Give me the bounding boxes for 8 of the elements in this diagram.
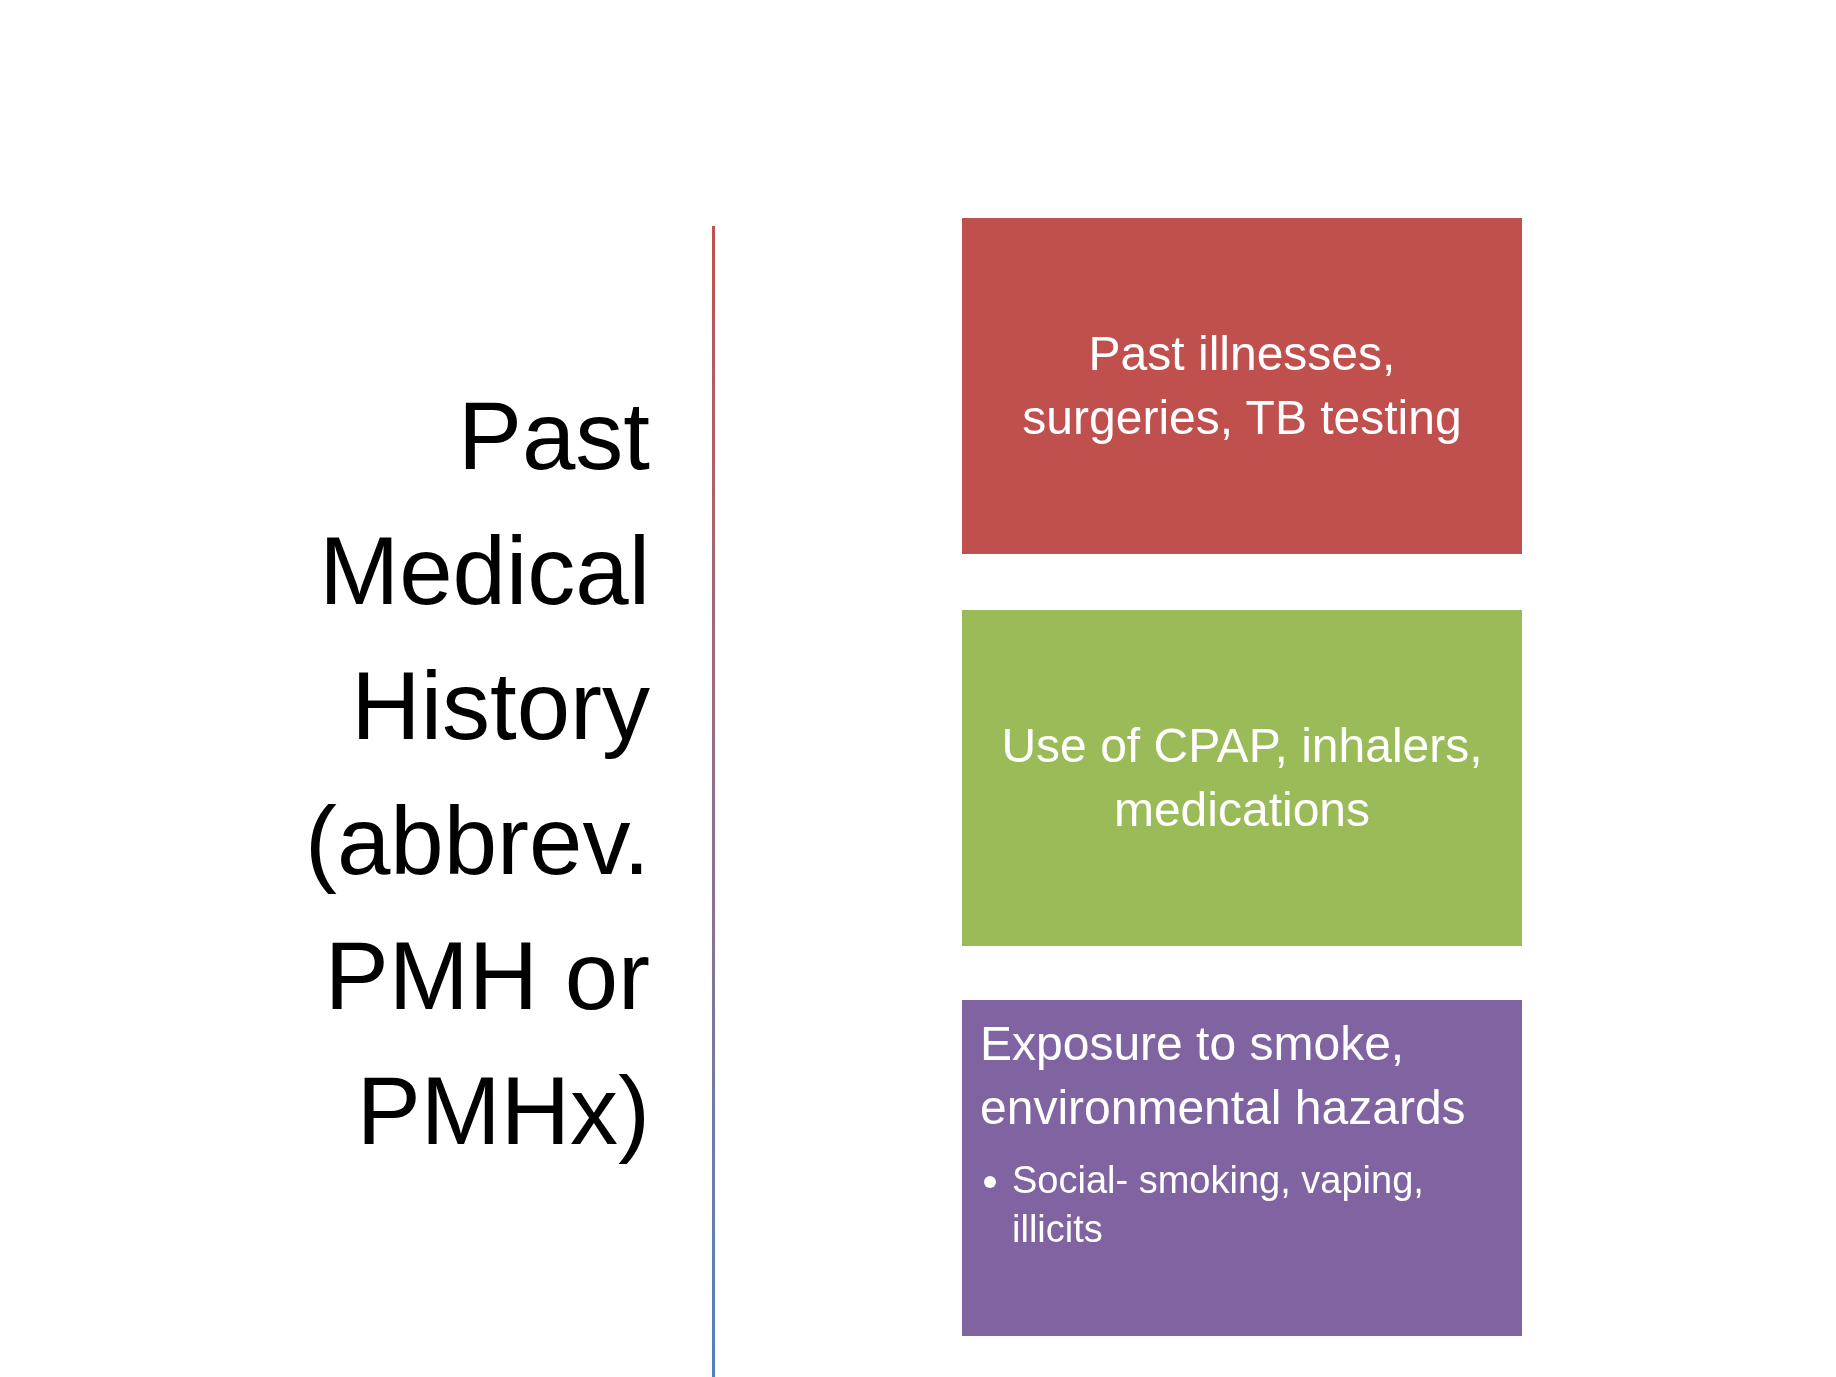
box-heading: Past illnesses, surgeries, TB testing [1021,326,1463,446]
content-box [962,610,1522,946]
box-heading: Use of CPAP, inhalers, medications [1000,718,1484,838]
content-box [962,1000,1522,1336]
bullet-text: Social- smoking, vaping, illicits [1012,1158,1425,1252]
slide-title: Past Medical History (abbrev. PMH or PMHx) [303,381,650,1166]
box-heading: Exposure to smoke, environmental hazards [980,1016,1467,1136]
content-box [962,218,1522,554]
